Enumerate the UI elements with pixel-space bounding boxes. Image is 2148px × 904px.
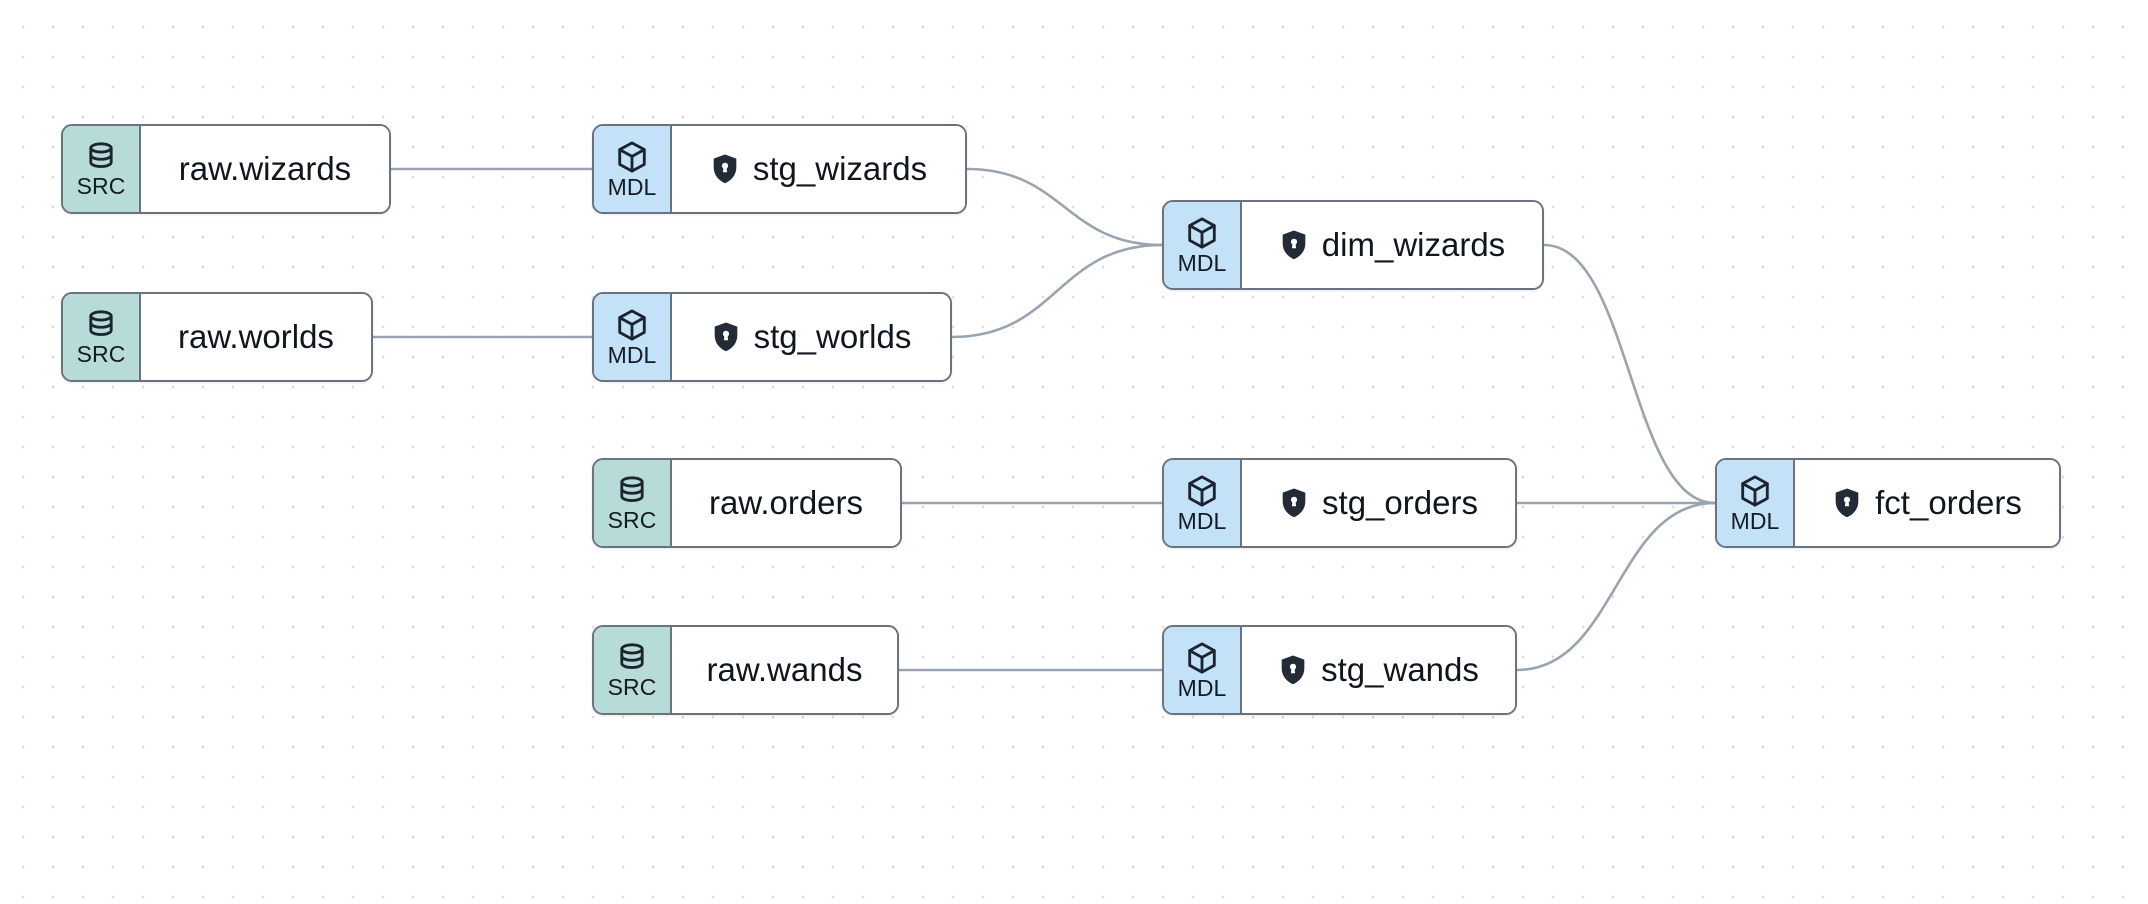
node-type-badge: SRC <box>594 627 672 713</box>
lineage-node-fct_orders[interactable]: MDL fct_orders <box>1715 458 2061 548</box>
cube-icon <box>1184 215 1220 251</box>
database-icon <box>615 474 649 508</box>
database-icon <box>615 641 649 675</box>
lineage-node-stg_wands[interactable]: MDL stg_wands <box>1162 625 1517 715</box>
node-label: raw.wizards <box>178 150 352 187</box>
shield-lock-icon <box>1279 229 1309 261</box>
node-label: fct_orders <box>1875 484 2022 521</box>
lineage-node-stg_orders[interactable]: MDL stg_orders <box>1162 458 1517 548</box>
node-body: raw.orders <box>672 460 900 546</box>
lineage-node-stg_worlds[interactable]: MDL stg_worlds <box>592 292 952 382</box>
cube-icon <box>1737 473 1773 509</box>
lineage-node-raw_wizards[interactable]: SRC raw.wizards <box>61 124 391 214</box>
cube-icon <box>1184 473 1220 509</box>
node-body: stg_orders <box>1242 460 1515 546</box>
node-label: raw.wands <box>706 651 863 688</box>
node-type-badge: MDL <box>594 126 672 212</box>
shield-lock-icon <box>1278 654 1308 686</box>
lineage-edge <box>965 167 1164 247</box>
cube-icon <box>614 139 650 175</box>
node-body: stg_wizards <box>672 126 965 212</box>
lineage-node-raw_wands[interactable]: SRC raw.wands <box>592 625 899 715</box>
node-type-label: MDL <box>1730 508 1780 534</box>
lineage-node-raw_orders[interactable]: SRC raw.orders <box>592 458 902 548</box>
node-type-badge: MDL <box>1164 460 1242 546</box>
node-type-label: MDL <box>607 174 657 200</box>
node-type-label: SRC <box>607 507 657 533</box>
node-type-label: SRC <box>607 674 657 700</box>
lineage-edge <box>950 243 1164 339</box>
shield-lock-icon <box>1832 487 1862 519</box>
cube-icon <box>1184 640 1220 676</box>
lineage-node-raw_worlds[interactable]: SRC raw.worlds <box>61 292 373 382</box>
database-icon <box>84 140 118 174</box>
node-label: stg_worlds <box>753 318 912 355</box>
node-type-badge: MDL <box>594 294 672 380</box>
node-type-label: MDL <box>607 342 657 368</box>
node-body: fct_orders <box>1795 460 2059 546</box>
node-body: raw.worlds <box>141 294 371 380</box>
node-label: dim_wizards <box>1321 226 1506 263</box>
node-body: stg_wands <box>1242 627 1515 713</box>
node-type-badge: MDL <box>1164 202 1242 288</box>
node-body: stg_worlds <box>672 294 950 380</box>
shield-lock-icon <box>710 153 740 185</box>
shield-lock-icon <box>711 321 741 353</box>
node-type-badge: SRC <box>63 294 141 380</box>
lineage-edge <box>1515 501 1717 672</box>
node-label: raw.worlds <box>178 318 334 355</box>
node-type-badge: MDL <box>1164 627 1242 713</box>
lineage-edge <box>1542 243 1717 505</box>
node-type-badge: MDL <box>1717 460 1795 546</box>
node-label: stg_wizards <box>752 150 928 187</box>
node-type-badge: SRC <box>63 126 141 212</box>
node-type-label: MDL <box>1177 675 1227 701</box>
node-body: raw.wands <box>672 627 897 713</box>
node-body: raw.wizards <box>141 126 389 212</box>
node-label: stg_orders <box>1322 484 1478 521</box>
node-body: dim_wizards <box>1242 202 1542 288</box>
node-type-label: SRC <box>76 341 126 367</box>
database-icon <box>84 308 118 342</box>
node-type-label: SRC <box>76 173 126 199</box>
lineage-node-stg_wizards[interactable]: MDL stg_wizards <box>592 124 967 214</box>
node-type-label: MDL <box>1177 508 1227 534</box>
lineage-node-dim_wizards[interactable]: MDL dim_wizards <box>1162 200 1544 290</box>
node-type-badge: SRC <box>594 460 672 546</box>
node-type-label: MDL <box>1177 250 1227 276</box>
shield-lock-icon <box>1279 487 1309 519</box>
node-label: raw.orders <box>708 484 864 521</box>
node-label: stg_wands <box>1321 651 1479 688</box>
cube-icon <box>614 307 650 343</box>
